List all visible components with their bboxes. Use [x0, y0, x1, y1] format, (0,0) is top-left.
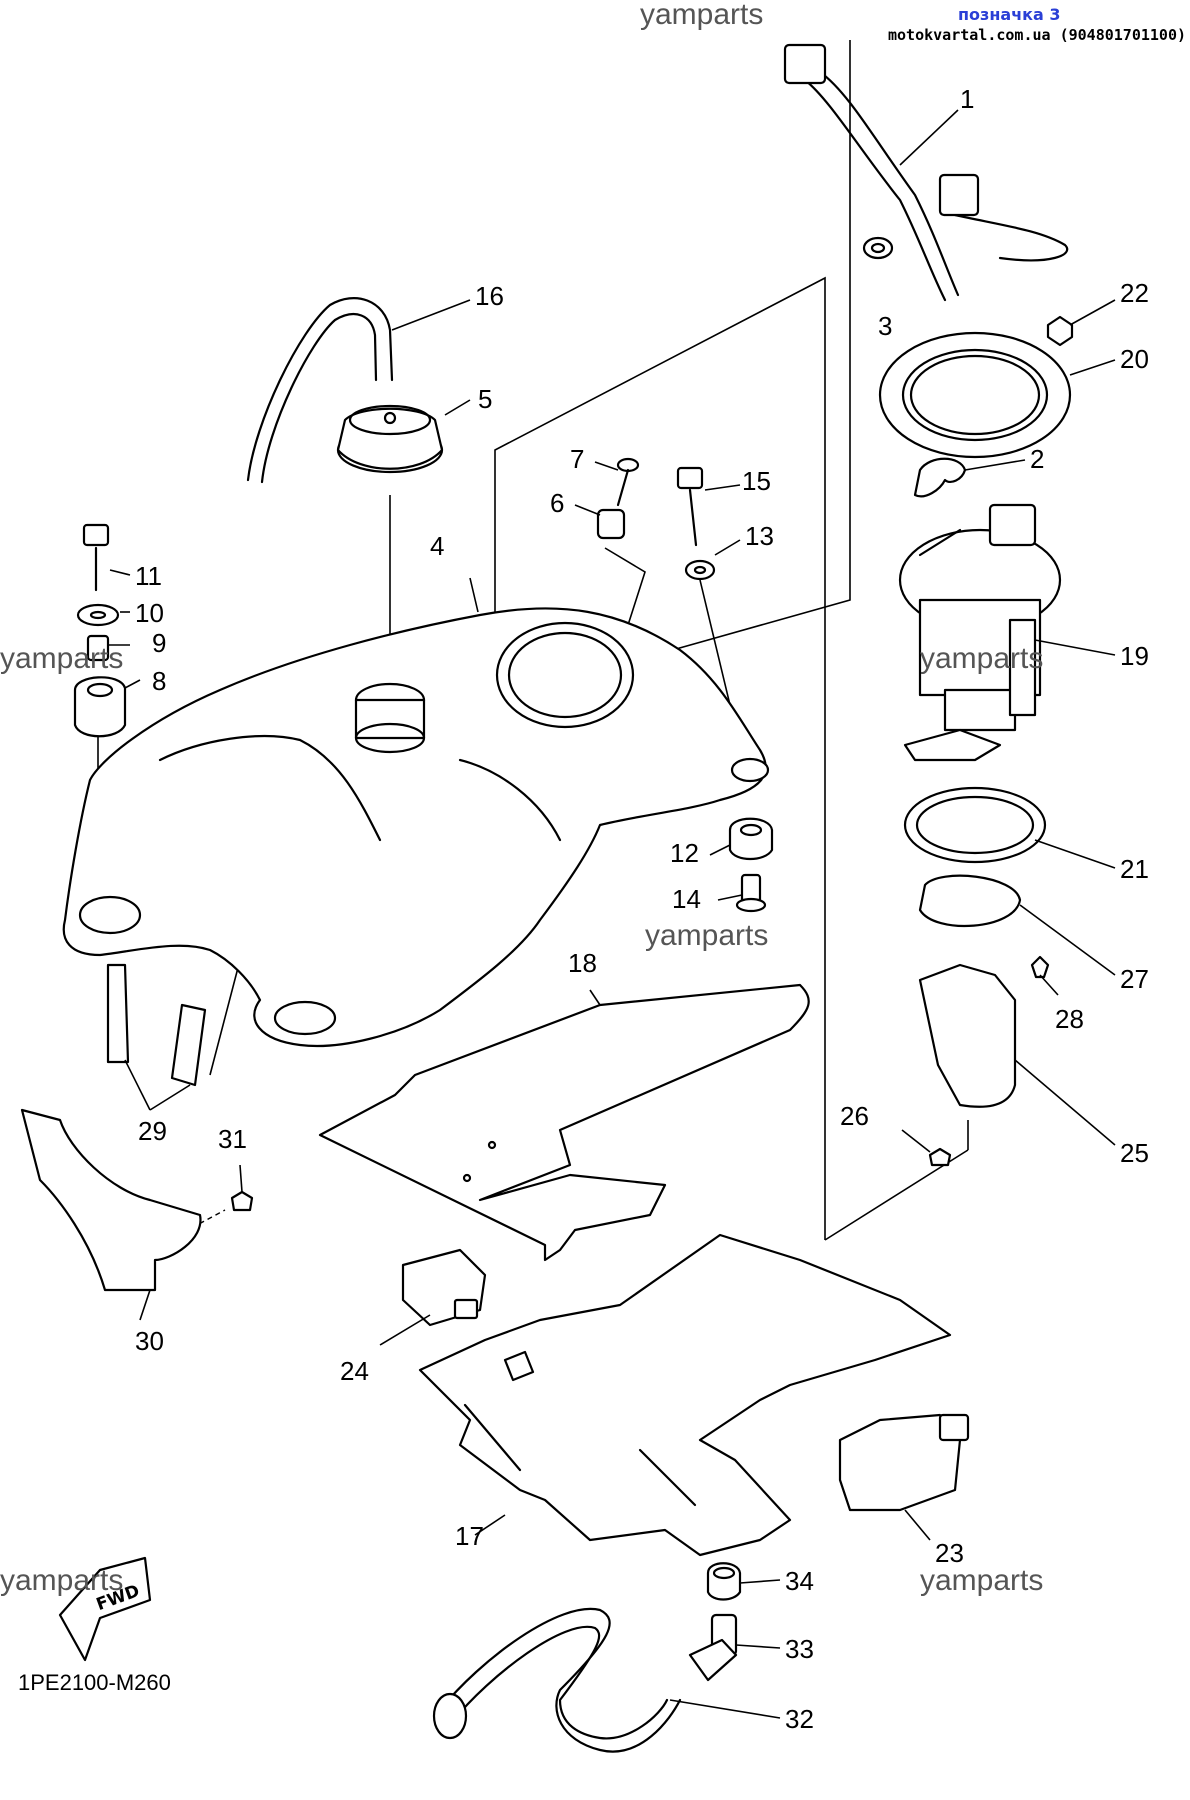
- washer-part-10: [76, 603, 120, 627]
- elbow-part-33: [688, 1613, 738, 1682]
- callout-16: 16: [475, 281, 504, 311]
- harness-hose-part-1: [783, 43, 1069, 302]
- callout-8: 8: [152, 666, 166, 696]
- watermark: yamparts: [645, 919, 768, 952]
- callout-3: 3: [878, 311, 892, 341]
- callout-1: 1: [960, 84, 974, 114]
- callout-6: 6: [550, 488, 564, 518]
- callout-11: 11: [135, 561, 162, 591]
- fuel-pump-part-19: [898, 503, 1062, 762]
- callout-30: 30: [135, 1326, 164, 1356]
- callout-33: 33: [785, 1634, 814, 1664]
- callout-29: 29: [138, 1116, 167, 1146]
- collar-part-14: [735, 873, 767, 913]
- callout-32: 32: [785, 1704, 814, 1734]
- bolt-part-15: [676, 466, 704, 547]
- watermark: yamparts: [0, 1564, 123, 1597]
- watermark: yamparts: [920, 1564, 1043, 1597]
- callout-25: 25: [1120, 1138, 1149, 1168]
- callout-31: 31: [218, 1124, 247, 1154]
- mark-label: позначка 3: [958, 5, 1061, 24]
- collar-part-6: [596, 508, 626, 540]
- callout-23: 23: [935, 1538, 964, 1568]
- watermark: yamparts: [0, 642, 123, 675]
- bracket-part-17: [418, 1233, 952, 1557]
- callout-27: 27: [1120, 964, 1149, 994]
- relay-part-23: [838, 1413, 970, 1512]
- relay-part-24: [401, 1248, 487, 1327]
- damper-part-8: [73, 676, 127, 738]
- washer-part-13: [684, 559, 716, 581]
- pump-plate-part-20: [878, 331, 1072, 459]
- callout-22: 22: [1120, 278, 1149, 308]
- collar-part-9: [86, 634, 110, 662]
- grommet-part-3: [862, 236, 894, 260]
- breather-hose-part-16: [246, 297, 394, 484]
- callout-26: 26: [840, 1101, 869, 1131]
- callout-5: 5: [478, 384, 492, 414]
- pads-part-29: [106, 963, 207, 1087]
- clip-part-28: [1030, 955, 1050, 979]
- callout-17: 17: [455, 1521, 484, 1551]
- callout-10: 10: [135, 598, 164, 628]
- callout-24: 24: [340, 1356, 369, 1386]
- heat-shield-part-30: [20, 1108, 202, 1292]
- rivet-part-26: [928, 1147, 952, 1167]
- callout-34: 34: [785, 1566, 814, 1596]
- mat-part-18: [318, 983, 810, 1262]
- grommet-part-34: [706, 1562, 742, 1601]
- callout-15: 15: [742, 466, 771, 496]
- mark-source: motokvartal.com.ua (904801701100): [888, 26, 1186, 44]
- nut-part-22: [1046, 315, 1074, 347]
- filler-cap-part-5: [336, 404, 444, 474]
- clip-part-2: [913, 457, 967, 498]
- callout-20: 20: [1120, 344, 1149, 374]
- screw-part-7: [616, 457, 640, 507]
- bolt-part-11: [82, 523, 110, 592]
- drain-hose-part-32: [432, 1607, 682, 1753]
- callout-2: 2: [1030, 444, 1044, 474]
- callout-9: 9: [152, 628, 166, 658]
- callout-28: 28: [1055, 1004, 1084, 1034]
- cover-part-25: [918, 963, 1017, 1108]
- callout-12: 12: [670, 838, 699, 868]
- callout-labels: 1 2 3 4 5 6 7 8 9 10 11 12 13 14 15 16 1…: [135, 84, 1149, 1734]
- diagram-code: 1PE2100-M260: [18, 1670, 171, 1695]
- fuel-tank-part-4: [62, 607, 770, 1048]
- seal-ring-part-21: [903, 786, 1047, 864]
- clip-part-31: [230, 1190, 254, 1212]
- callout-leaders: [108, 109, 1116, 1719]
- band-part-27: [918, 874, 1022, 928]
- callout-7: 7: [570, 444, 584, 474]
- watermarks: yamparts yamparts yamparts yamparts yamp…: [0, 642, 1043, 1597]
- callout-13: 13: [745, 521, 774, 551]
- callout-21: 21: [1120, 854, 1149, 884]
- callout-18: 18: [568, 948, 597, 978]
- grommet-part-12: [728, 817, 774, 861]
- watermark: yamparts: [920, 642, 1043, 675]
- watermark-top: yamparts: [640, 0, 763, 31]
- callout-19: 19: [1120, 641, 1149, 671]
- callout-14: 14: [672, 884, 701, 914]
- callout-4: 4: [430, 531, 444, 561]
